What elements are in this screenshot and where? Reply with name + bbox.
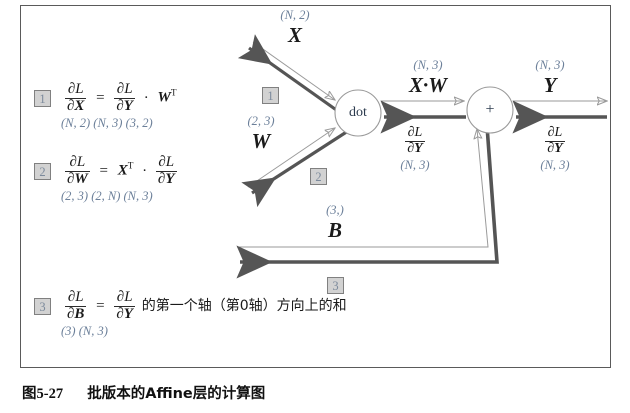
eq1-w-symbol: W [157,89,171,106]
label-b-shape: (3,) [326,203,344,217]
dot-node-label: dot [349,105,367,120]
label-w-symbol: W [251,129,271,153]
label-y: (N, 3) Y [505,58,595,98]
label-xdotw-symbol: X·W [409,73,447,97]
eq3-description-text: 的第一个轴（第0轴）方向上的和 [141,297,347,314]
label-grad-y-shape: (N, 3) [540,158,570,173]
eq1-lhs-den: ∂X [65,97,87,114]
equation-2-body: ∂L ∂W = XT · ∂L ∂Y [65,154,177,188]
eq2-rhs-den: ∂Y [155,170,177,187]
equation-3-shapes: (3) (N, 3) [61,323,108,338]
label-grad-xdotw-shape: (N, 3) [400,158,430,173]
eq1-dot-op: · [143,89,149,106]
eq1-equals: = [96,89,105,106]
label-x-shape: (N, 2) [280,8,310,22]
equation-2: 2 ∂L ∂W = XT · ∂L ∂Y (2, 3) (2, N) (N, 3… [34,154,177,204]
equation-2-shapes: (2, 3) (2, N) (N, 3) [61,188,153,203]
eq2-x-transpose: T [127,161,134,172]
equation-2-badge: 2 [34,162,51,180]
diagram-badge-3: 3 [327,277,344,294]
label-y-shape: (N, 3) [535,58,565,72]
eq1-lhs-num: ∂L [67,81,84,97]
figure-caption-label: 图5-27 [22,386,64,402]
equation-1: 1 ∂L ∂X = ∂L ∂Y · WT (N, 2) (N, 3) (3, 2… [34,81,177,131]
label-grad-xdotw: ∂L ∂Y (N, 3) [380,125,450,173]
eq2-lhs-den: ∂W [65,170,90,187]
eq3-lhs-num: ∂L [67,289,84,305]
label-grad-y-num: ∂L [547,125,563,140]
label-grad-y-den: ∂Y [545,140,565,156]
label-w-shape: (2, 3) [247,114,275,128]
equation-1-body: ∂L ∂X = ∂L ∂Y · WT [65,81,177,115]
label-x: (N, 2) X [250,8,340,48]
eq1-rhs-den: ∂Y [114,97,135,114]
eq2-lhs-num: ∂L [69,154,86,170]
equation-1-shapes: (N, 2) (N, 3) (3, 2) [61,115,153,130]
label-y-symbol: Y [543,73,557,97]
equation-3-badge: 3 [34,297,51,315]
eq1-rhs-num: ∂L [116,81,133,97]
label-x-symbol: X [287,23,302,47]
figure-caption-title: 批版本的Affine层的计算图 [87,386,266,402]
diagram-badge-2: 2 [310,168,327,185]
diagram-badge-1: 1 [262,87,279,104]
label-grad-y: ∂L ∂Y (N, 3) [520,125,590,173]
figure-caption: 图5-27 批版本的Affine层的计算图 [22,382,265,403]
label-grad-xdotw-den: ∂Y [405,140,425,156]
equation-1-badge: 1 [34,89,51,107]
equation-3: 3 ∂L ∂B = ∂L ∂Y 的第一个轴（第0轴）方向上的和 (3) (N, … [34,289,347,339]
eq2-equals: = [99,162,108,179]
equation-3-body: ∂L ∂B = ∂L ∂Y 的第一个轴（第0轴）方向上的和 [65,289,347,323]
eq2-rhs-num: ∂L [158,154,175,170]
eq3-lhs-den: ∂B [65,305,87,322]
label-xdotw-shape: (N, 3) [413,58,443,72]
eq2-x-symbol: X [117,162,128,179]
label-grad-xdotw-num: ∂L [407,125,423,140]
eq3-rhs-den: ∂Y [114,305,135,322]
label-b: (3,) B [290,203,380,243]
eq3-equals: = [96,297,105,314]
label-w: (2, 3) W [216,114,306,154]
label-b-symbol: B [327,218,342,242]
eq1-w-transpose: T [170,88,177,99]
eq3-rhs-num: ∂L [116,289,133,305]
label-xdotw: (N, 3) X·W [373,58,483,98]
plus-node-label: + [485,101,495,118]
eq2-dot-op: · [142,162,148,179]
